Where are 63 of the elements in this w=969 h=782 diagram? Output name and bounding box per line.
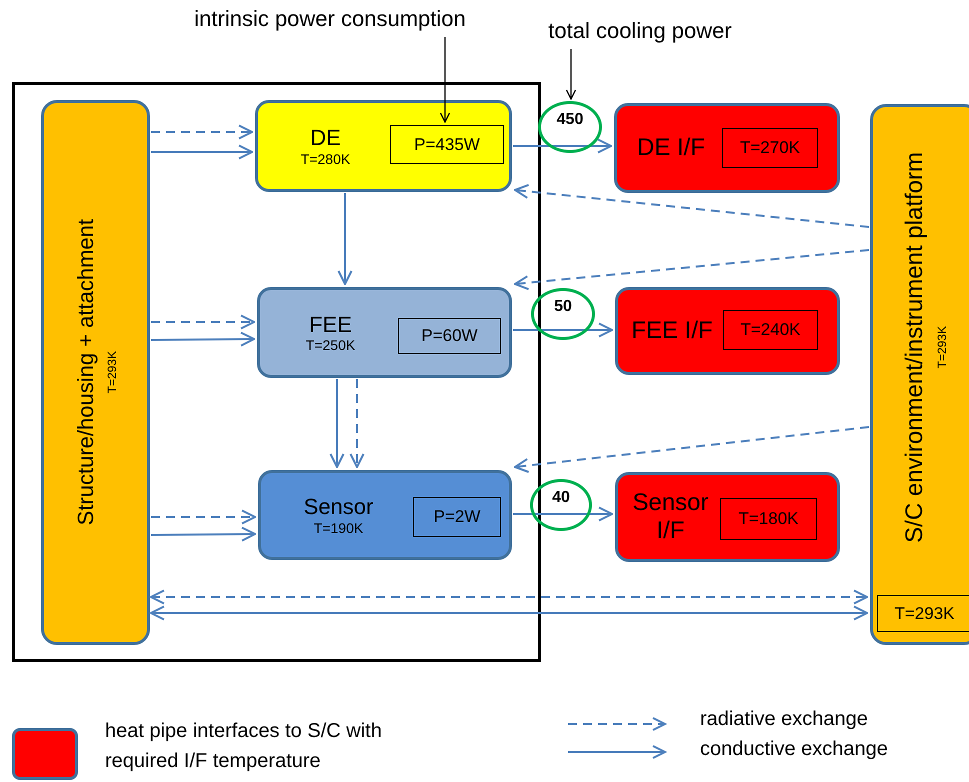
value-frame [413,497,501,537]
process-box [255,100,512,192]
dashed-arrow [514,184,870,228]
box-title: FEE [309,312,352,338]
leader-line [440,37,450,123]
temperature-label: T=250K [306,337,356,354]
structure-bar [41,100,150,645]
value-frame [723,310,818,350]
dashed-arrow [151,510,256,524]
box-title: DE [310,125,341,151]
edge-label: 40 [530,479,592,531]
process-box [257,287,512,378]
bar-title: S/C environment/instrument platform [901,152,929,542]
arrow [150,332,255,347]
dashed-arrow [151,314,255,330]
process-box [258,470,512,560]
value-label: T=240K [740,320,800,340]
box-title: FEE I/F [631,317,713,345]
platform-bar [870,104,969,645]
arrow [151,144,253,160]
edge-label: 50 [531,288,595,340]
dashed-arrow [350,379,364,468]
value-label: P=2W [434,507,480,527]
arrow [150,526,256,542]
arrow [513,138,612,154]
value-label: T=180K [738,509,798,529]
arrow [338,193,352,285]
temperature-label: T=190K [314,520,364,536]
legend-text: conductive exchange [700,737,889,762]
value-frame [720,498,817,540]
bar-title: Structure/housing + attachment [72,219,98,526]
arrow [513,506,613,522]
box-title: Sensor I/F [631,489,710,545]
interface-box [614,103,840,193]
temperature-label: T=293K [104,351,118,394]
leader-line [566,49,576,100]
value-label: T=293K [894,604,954,624]
enclosure-frame [12,82,541,662]
dashed-arrow [151,124,253,140]
arrow [513,322,613,338]
value-frame [722,128,818,168]
edge-label: 450 [538,101,602,153]
value-frame [877,595,969,632]
arrow [330,379,344,468]
box-title: Sensor [304,494,374,520]
interface-box [615,472,840,562]
annotation-text: intrinsic power consumption [194,6,466,32]
arrow [150,606,868,620]
dashed-arrow [514,426,870,473]
dashed-arrow [514,249,870,290]
value-frame [390,125,504,164]
value-frame [398,318,501,354]
box-title: DE I/F [636,134,705,162]
interface-box [615,287,840,375]
value-label: T=270K [740,138,800,158]
legend-text: radiative exchange [700,707,869,732]
value-label: P=60W [421,326,478,346]
dashed-arrow [150,590,868,604]
value-label: P=435W [414,134,480,154]
temperature-label: T=280K [300,150,350,167]
annotation-text: total cooling power [548,18,732,44]
temperature-label: T=293K [935,326,949,368]
legend-text: heat pipe interfaces to S/C with required I/F temperature [105,719,383,774]
